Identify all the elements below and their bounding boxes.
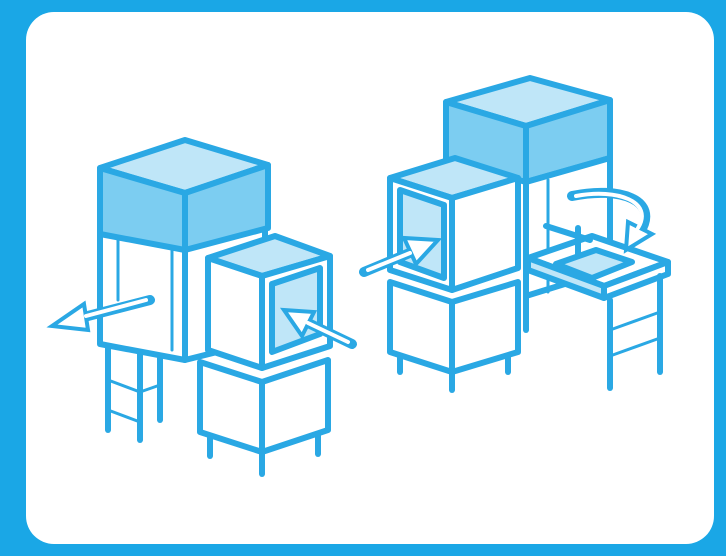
left-front-cabinet — [197, 233, 333, 477]
right-machine-illustration — [359, 75, 671, 393]
right-sink-table — [525, 223, 671, 391]
flow-in-right-machine-arrow — [359, 235, 443, 277]
left-machine-illustration — [46, 137, 357, 477]
right-front-cabinet — [387, 155, 521, 393]
flow-in-left-machine-arrow — [279, 307, 357, 349]
flow-curved-to-sink-arrow — [567, 187, 657, 254]
flow-out-left-arrow — [46, 295, 155, 333]
